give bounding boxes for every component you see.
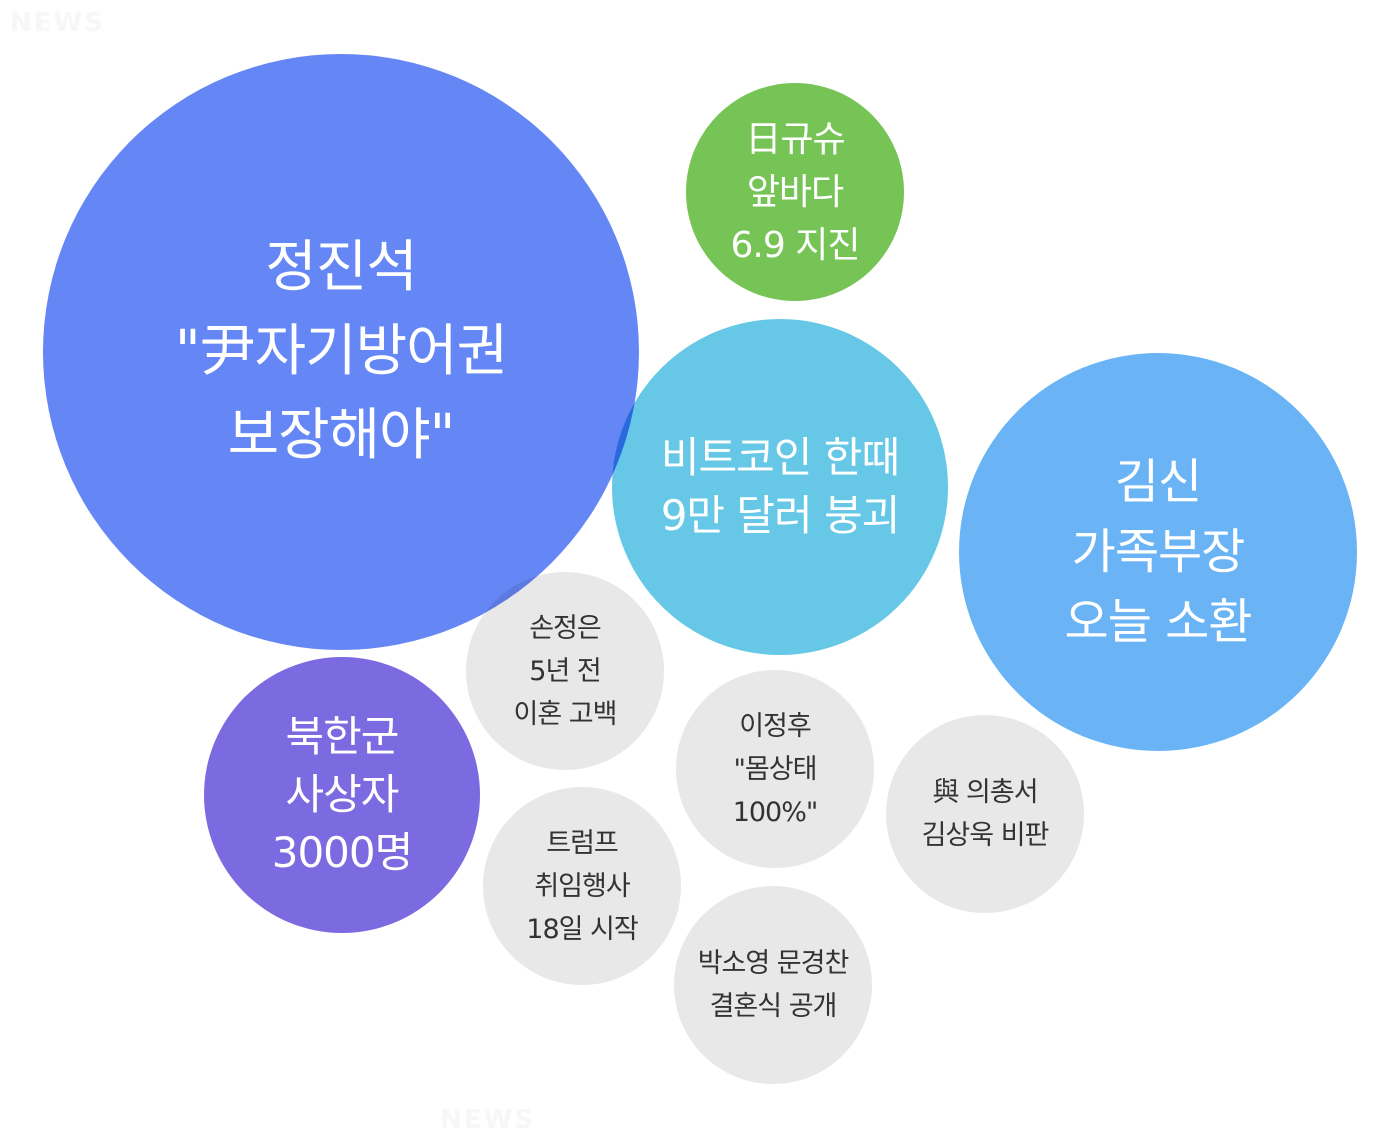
bubble-label: 손정은 5년 전 이혼 고백 xyxy=(513,612,618,730)
bubble-jjs[interactable]: 정진석 "尹자기방어권 보장해야" xyxy=(43,54,639,650)
bubble-label: 북한군 사상자 3000명 xyxy=(271,712,414,877)
bubble-label: 박소영 문경찬 결혼식 공개 xyxy=(697,948,850,1022)
bubble-quake[interactable]: 日규슈 앞바다 6.9 지진 xyxy=(686,83,904,301)
watermark-bottom: NEWS xyxy=(440,1105,535,1135)
bubble-label: 트럼프 취임행사 18일 시작 xyxy=(526,827,638,945)
bubble-label: 與 의총서 김상욱 비판 xyxy=(921,777,1050,851)
bubble-bitcoin[interactable]: 비트코인 한때 9만 달러 붕괴 xyxy=(612,319,948,655)
bubble-yeo[interactable]: 與 의총서 김상욱 비판 xyxy=(886,715,1084,913)
bubble-nk[interactable]: 북한군 사상자 3000명 xyxy=(204,657,480,933)
bubble-label: 이정후 "몸상태 100%" xyxy=(732,710,819,828)
watermark-top-left: NEWS xyxy=(10,8,105,38)
bubble-label: 비트코인 한때 9만 달러 붕괴 xyxy=(660,433,901,540)
bubble-label: 日규슈 앞바다 6.9 지진 xyxy=(730,118,861,266)
bubble-sje[interactable]: 손정은 5년 전 이혼 고백 xyxy=(466,572,664,770)
bubble-label: 정진석 "尹자기방어권 보장해야" xyxy=(174,235,508,468)
bubble-ljh[interactable]: 이정후 "몸상태 100%" xyxy=(676,670,874,868)
bubble-wedding[interactable]: 박소영 문경찬 결혼식 공개 xyxy=(674,886,872,1084)
bubble-label: 김신 가족부장 오늘 소환 xyxy=(1064,454,1253,650)
bubble-kimshin[interactable]: 김신 가족부장 오늘 소환 xyxy=(959,353,1357,751)
bubble-trump[interactable]: 트럼프 취임행사 18일 시작 xyxy=(483,787,681,985)
